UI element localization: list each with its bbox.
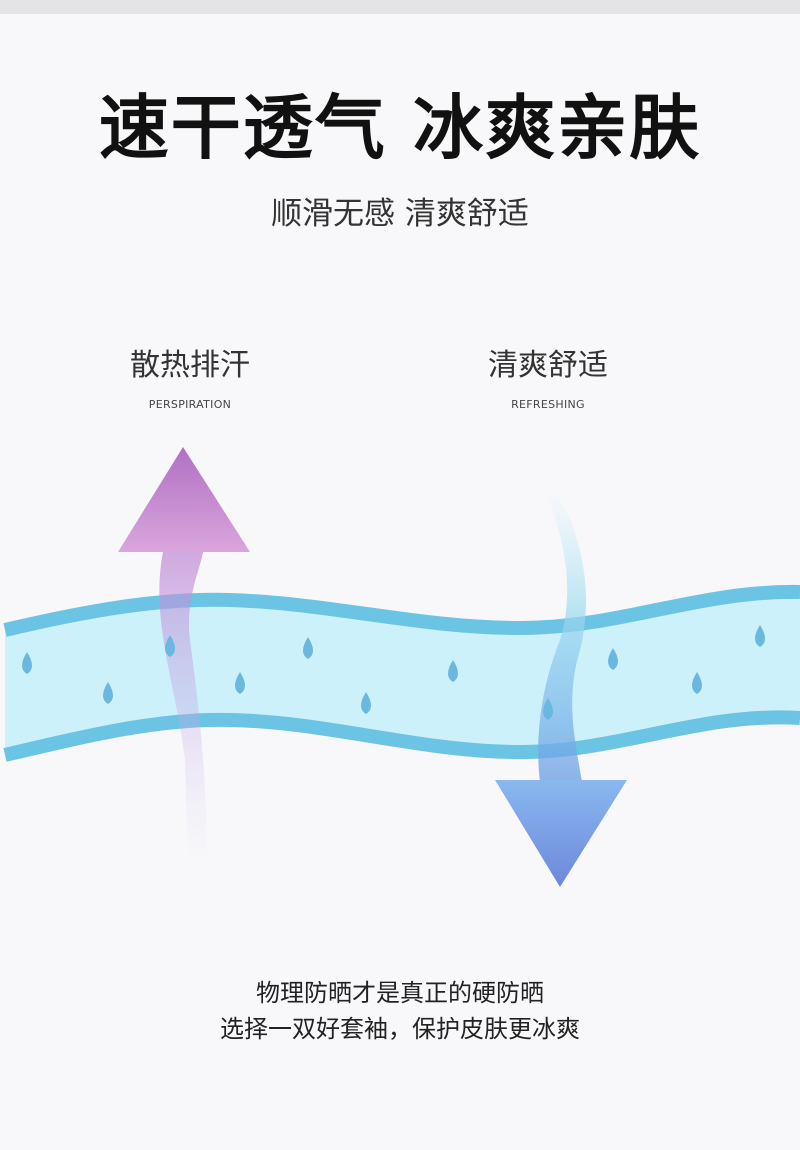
caption-line: 物理防晒才是真正的硬防晒 (256, 979, 544, 1007)
feature-refreshing: 清爽舒适 REFRESHING (418, 340, 678, 411)
water-drop-icon (103, 682, 113, 704)
feature-perspiration: 散热排汗 PERSPIRATION (60, 340, 320, 411)
feature-label-en: PERSPIRATION (148, 398, 232, 411)
feature-label-en: REFRESHING (511, 398, 585, 411)
water-drop-icon (303, 637, 313, 659)
page-title: 速干透气 冰爽亲肤 (98, 87, 702, 169)
arrow-up-icon (118, 447, 250, 552)
fabric-bottom-edge (3, 710, 800, 762)
top-bar (0, 0, 800, 14)
water-drop-icon (165, 635, 175, 657)
page-subtitle: 顺滑无感 清爽舒适 (271, 196, 529, 232)
water-drop-icon (608, 648, 618, 670)
fabric-top-edge (3, 584, 800, 637)
water-drop-icon (543, 698, 553, 720)
feature-label: 清爽舒适 (488, 348, 608, 383)
water-drop-icon (22, 652, 32, 674)
bottom-caption: 物理防晒才是真正的硬防晒 选择一双好套袖，保护皮肤更冰爽 (0, 975, 800, 1047)
water-drop-icon (361, 692, 371, 714)
feature-label: 散热排汗 (130, 348, 250, 383)
water-drop-icon (755, 625, 765, 647)
perspiration-stem (159, 552, 207, 860)
arrow-down-icon (495, 780, 627, 887)
water-drop-icon (235, 672, 245, 694)
water-drop-icon (448, 660, 458, 682)
water-drops (22, 625, 765, 720)
water-drop-icon (692, 672, 702, 694)
caption-line: 选择一双好套袖，保护皮肤更冰爽 (220, 1015, 580, 1043)
